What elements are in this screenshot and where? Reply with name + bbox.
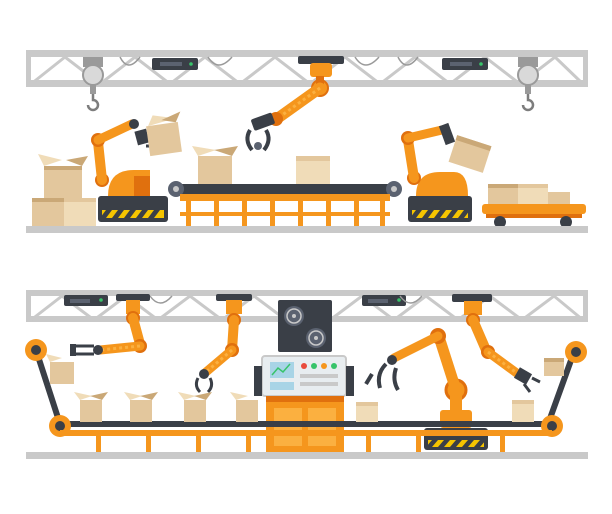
cardboard-box-icon bbox=[124, 392, 158, 422]
cooling-fan-icon bbox=[306, 328, 326, 348]
robotic-arm-icon bbox=[70, 294, 150, 356]
cooling-fan-icon bbox=[284, 306, 304, 326]
bottom-production-line bbox=[25, 290, 588, 459]
cardboard-box-icon bbox=[64, 198, 96, 226]
factory-floor bbox=[26, 226, 588, 233]
overhead-rail-icon bbox=[26, 50, 588, 87]
gripper-claw-icon bbox=[364, 362, 400, 392]
cardboard-box-icon bbox=[46, 354, 74, 384]
cardboard-box-icon bbox=[512, 400, 534, 422]
indicator-buttons bbox=[300, 363, 338, 386]
factory-floor bbox=[26, 452, 588, 459]
top-production-line bbox=[26, 50, 588, 233]
cardboard-box-icon bbox=[356, 402, 378, 422]
robotic-arm-icon bbox=[91, 119, 168, 222]
cardboard-box-icon bbox=[74, 392, 108, 422]
gripper-claw-icon bbox=[513, 367, 541, 393]
conveyor-belt-icon bbox=[168, 181, 402, 226]
gripper-claw-icon bbox=[245, 128, 271, 152]
transport-cart-icon bbox=[482, 184, 586, 228]
robotic-arm-icon bbox=[194, 294, 252, 394]
robotic-arm-icon bbox=[245, 56, 344, 152]
cardboard-box-icon bbox=[296, 156, 330, 184]
cardboard-box-stack bbox=[32, 154, 96, 226]
robotic-arm-icon bbox=[364, 328, 488, 450]
robotic-arm-icon bbox=[452, 294, 541, 393]
gripper-claw-icon bbox=[70, 344, 94, 356]
cardboard-box-icon bbox=[448, 135, 492, 173]
gripper-claw-icon bbox=[194, 377, 214, 394]
cardboard-box-icon bbox=[544, 358, 564, 376]
gripper-claw-icon bbox=[438, 122, 456, 146]
cardboard-box-icon bbox=[192, 146, 238, 184]
ceiling-hoist-icon bbox=[82, 57, 104, 112]
ceiling-hoist-icon bbox=[517, 57, 539, 112]
conveyor-belt-icon bbox=[25, 339, 587, 454]
cardboard-box-icon bbox=[146, 111, 182, 157]
robotic-arm-icon bbox=[401, 122, 472, 222]
cardboard-box-icon bbox=[32, 198, 64, 226]
cardboard-box-icon bbox=[178, 392, 212, 422]
cardboard-box-icon bbox=[230, 392, 258, 422]
cardboard-box-icon bbox=[38, 154, 88, 198]
